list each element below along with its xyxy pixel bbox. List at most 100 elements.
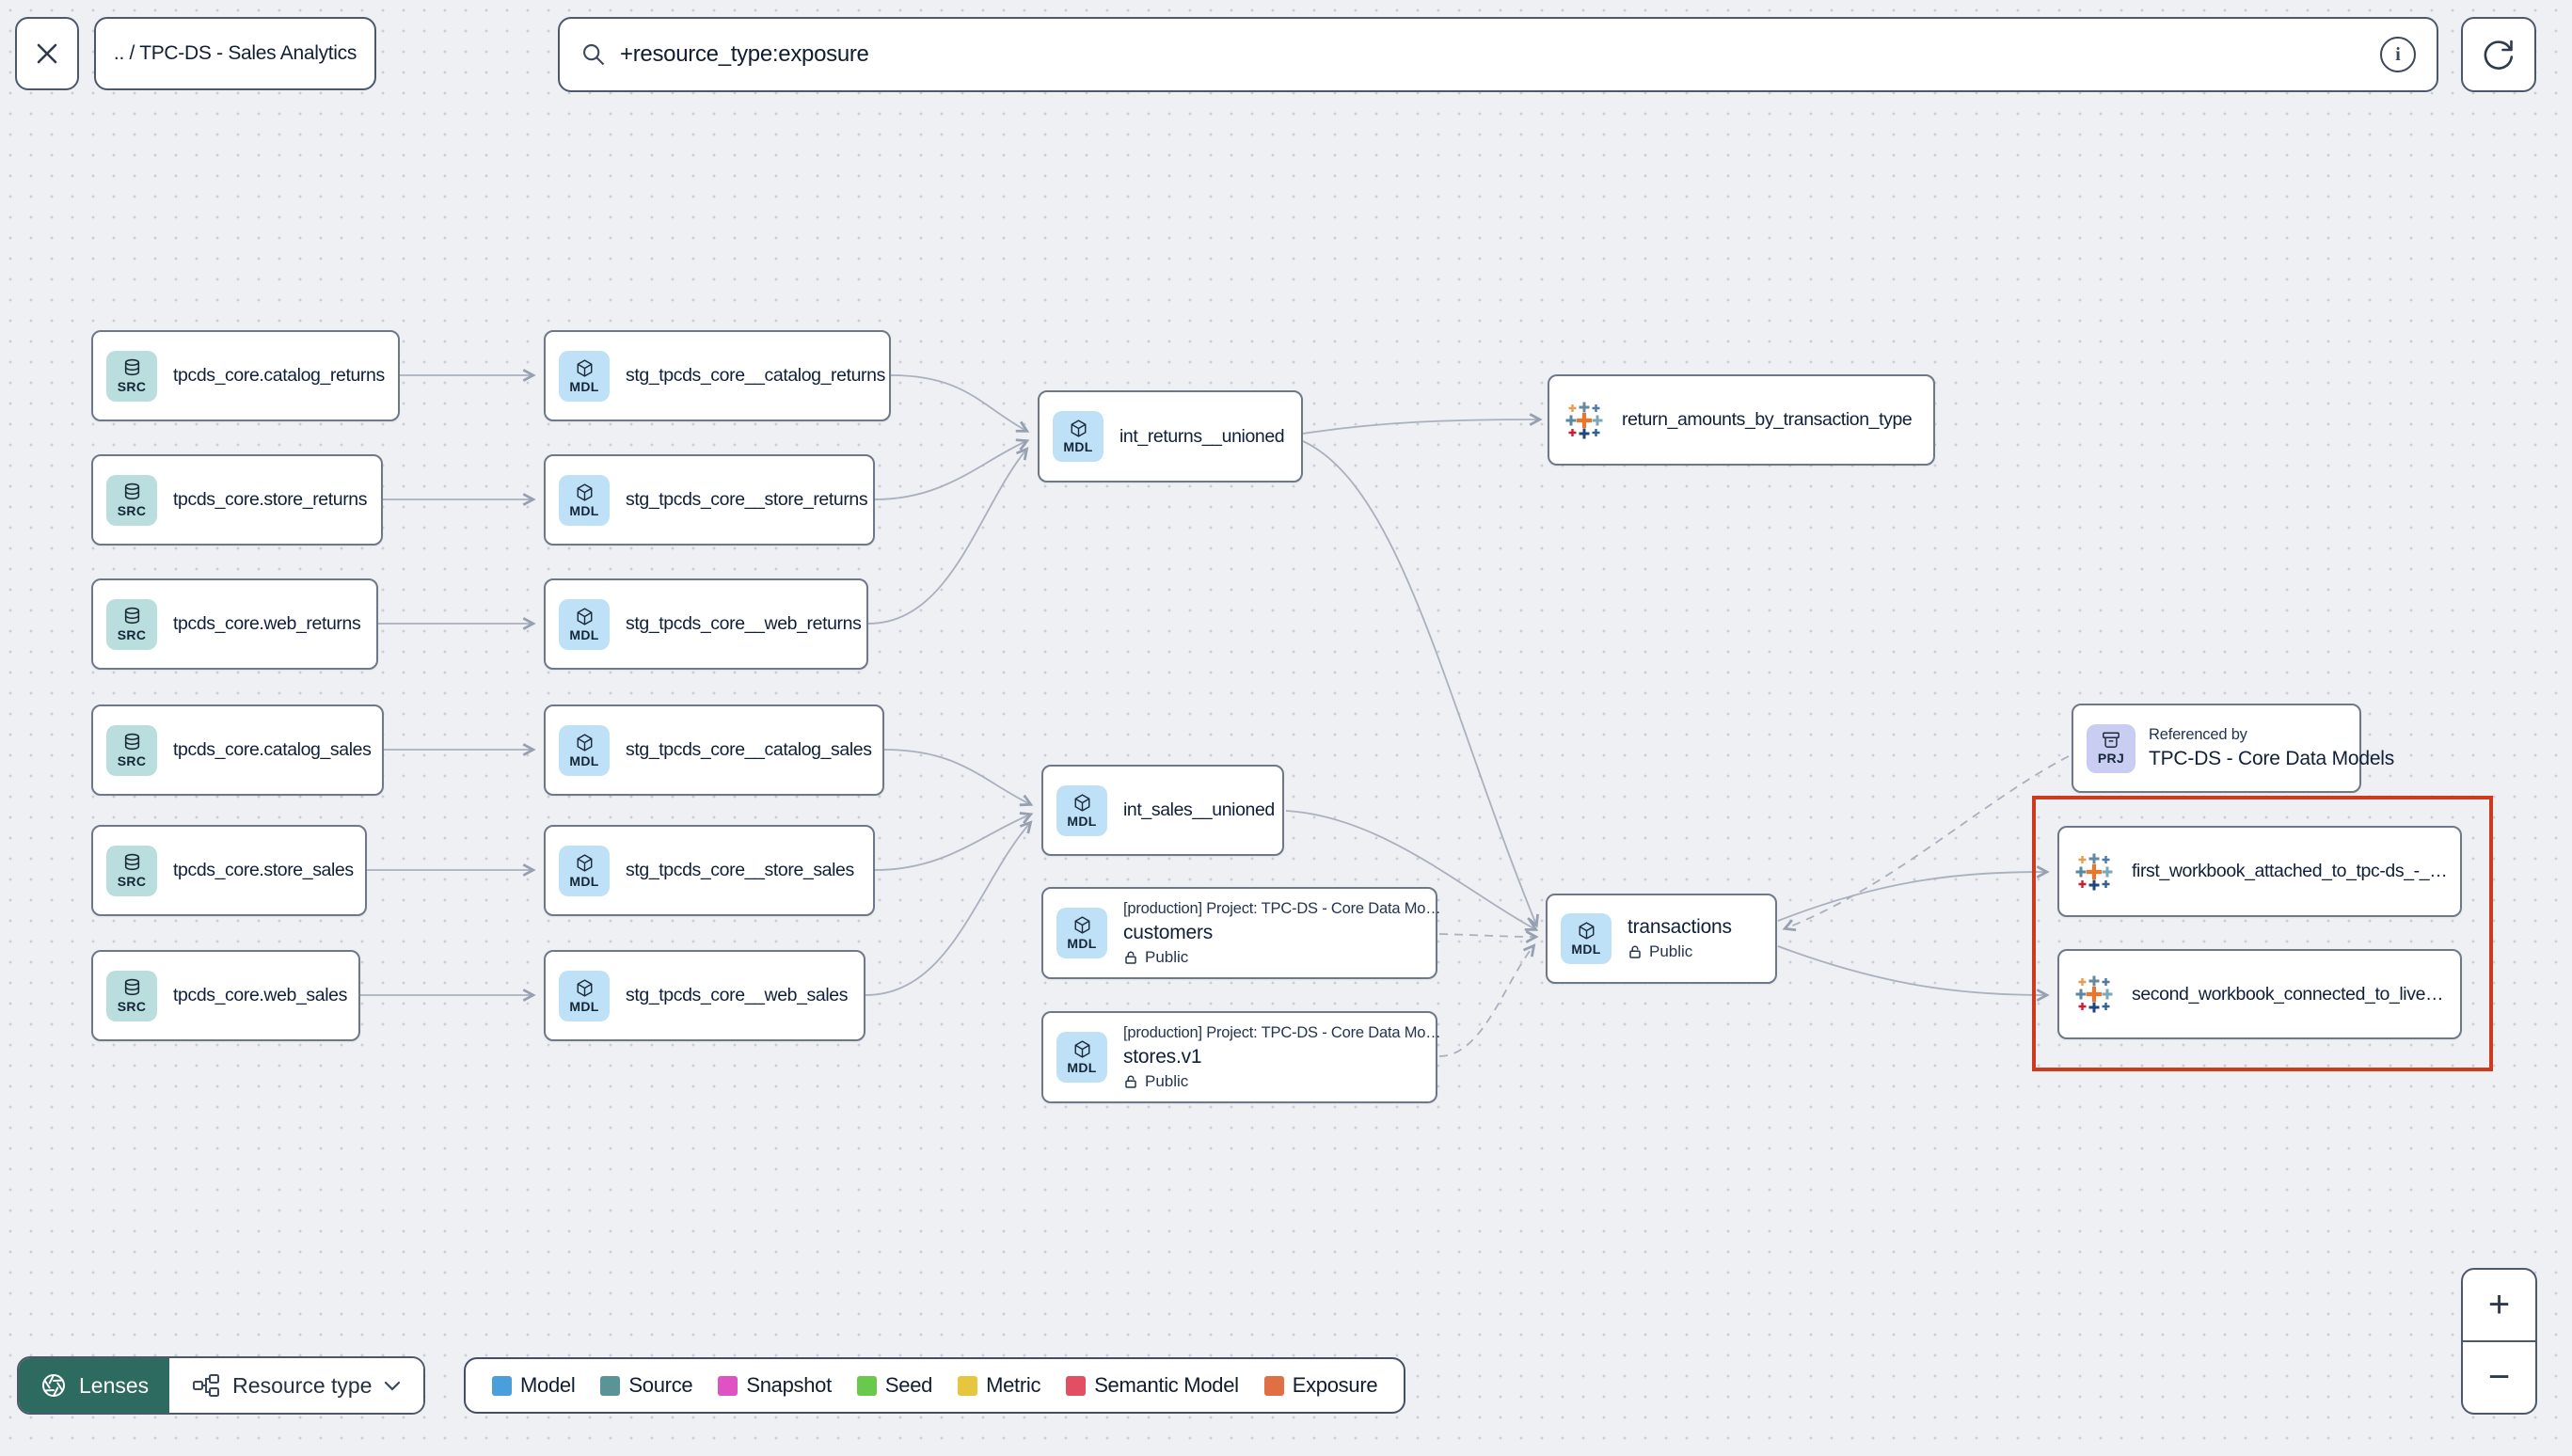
node-label: tpcds_core.web_returns (173, 613, 361, 634)
node-source-store-returns[interactable]: SRC tpcds_core.store_returns (91, 454, 383, 546)
node-source-catalog-returns[interactable]: SRC tpcds_core.catalog_returns (91, 330, 400, 421)
lenses-button[interactable]: Lenses (19, 1358, 170, 1413)
node-stg-store-returns[interactable]: MDL stg_tpcds_core__store_returns (544, 454, 875, 546)
node-source-web-sales[interactable]: SRC tpcds_core.web_sales (91, 950, 360, 1041)
project-label: [production] Project: TPC-DS - Core Data… (1123, 1023, 1441, 1041)
node-source-catalog-sales[interactable]: SRC tpcds_core.catalog_sales (91, 704, 384, 796)
edge-transactions-to-workbook-first (1777, 865, 2050, 922)
model-badge: MDL (1561, 913, 1611, 964)
node-label: tpcds_core.store_sales (173, 860, 354, 880)
database-icon (122, 358, 142, 378)
node-exposure-return-amounts[interactable]: return_amounts_by_transaction_type (1548, 374, 1935, 466)
refresh-button[interactable] (2461, 17, 2536, 92)
model-badge: MDL (1053, 411, 1103, 462)
source-badge: SRC (106, 845, 157, 896)
search-input[interactable]: +resource_type:exposure (620, 41, 869, 67)
lenses-bar: Lenses Resource type (17, 1356, 426, 1415)
node-stg-web-returns[interactable]: MDL stg_tpcds_core__web_returns (544, 578, 868, 670)
edge-stg-to-int-returns (890, 374, 1030, 433)
node-label: transactions (1627, 916, 1732, 938)
model-badge: MDL (1056, 784, 1107, 836)
node-label: second_workbook_connected_to_live… (2132, 983, 2444, 1005)
model-badge: MDL (1056, 1032, 1107, 1083)
node-customers[interactable]: MDL [production] Project: TPC-DS - Core … (1041, 887, 1441, 979)
resource-type-dropdown[interactable]: Resource type (169, 1358, 424, 1413)
node-int-sales-unioned[interactable]: MDL int_sales__unioned (1041, 765, 1284, 856)
node-stg-web-sales[interactable]: MDL stg_tpcds_core__web_sales (544, 950, 865, 1041)
project-badge: PRJ (2087, 723, 2135, 773)
visibility-label: Public (1123, 1072, 1422, 1091)
close-icon (37, 43, 57, 64)
breadcrumb[interactable]: .. / TPC-DS - Sales Analytics (94, 17, 376, 90)
resource-type-legend: Model Source Snapshot Seed Metric Semant… (464, 1357, 1406, 1414)
model-badge: MDL (559, 474, 610, 526)
refresh-icon (2484, 40, 2514, 70)
info-icon[interactable]: i (2380, 37, 2416, 72)
edge-int-returns-to-transactions (1302, 440, 1539, 928)
tableau-icon (1563, 399, 1606, 442)
node-exposure-second-workbook[interactable]: second_workbook_connected_to_live… (2057, 949, 2462, 1039)
model-badge: MDL (559, 970, 610, 1021)
node-label: tpcds_core.web_sales (173, 985, 347, 1005)
legend-item-seed: Seed (856, 1373, 932, 1398)
node-referenced-by-project[interactable]: PRJ Referenced by TPC-DS - Core Data Mod… (2072, 704, 2394, 793)
edge-transactions-to-workbook-second (1777, 945, 2050, 1002)
legend-item-exposure: Exposure (1263, 1373, 1378, 1398)
zoom-out-button[interactable]: − (2487, 1356, 2511, 1398)
snapshot-color-swatch (718, 1375, 738, 1396)
node-transactions[interactable]: MDL transactions Public (1546, 894, 1777, 984)
search-bar[interactable]: +resource_type:exposure i (558, 17, 2438, 92)
node-source-store-sales[interactable]: SRC tpcds_core.store_sales (91, 825, 367, 916)
node-label: tpcds_core.store_returns (173, 489, 368, 510)
referenced-by-label: Referenced by (2149, 726, 2247, 743)
node-source-web-returns[interactable]: SRC tpcds_core.web_returns (91, 578, 378, 670)
cube-icon (575, 733, 595, 752)
zoom-in-button[interactable]: + (2463, 1270, 2535, 1342)
cube-icon (1072, 793, 1092, 813)
aperture-icon (42, 1374, 65, 1397)
source-badge: SRC (106, 474, 157, 526)
legend-item-metric: Metric (958, 1373, 1040, 1398)
node-label: stg_tpcds_core__catalog_sales (626, 739, 872, 760)
open-lock-icon (1627, 944, 1643, 959)
chevron-down-icon (385, 1381, 401, 1391)
zoom-control: + − (2461, 1268, 2537, 1415)
model-badge: MDL (559, 598, 610, 650)
breadcrumb-label: .. / TPC-DS - Sales Analytics (113, 42, 357, 64)
edge-stg-to-int-sales (865, 820, 1033, 996)
node-label: int_returns__unioned (1119, 425, 1285, 447)
node-label: stg_tpcds_core__catalog_returns (626, 365, 885, 386)
metric-color-swatch (958, 1375, 978, 1396)
edge-stg-to-int-returns (867, 447, 1029, 625)
node-stg-store-sales[interactable]: MDL stg_tpcds_core__store_sales (544, 825, 875, 916)
database-icon (122, 853, 142, 873)
node-stg-catalog-sales[interactable]: MDL stg_tpcds_core__catalog_sales (544, 704, 884, 796)
node-label: tpcds_core.catalog_returns (173, 365, 385, 386)
model-badge: MDL (559, 845, 610, 896)
model-badge: MDL (559, 724, 610, 776)
node-label: stg_tpcds_core__web_sales (626, 985, 849, 1005)
node-exposure-first-workbook[interactable]: first_workbook_attached_to_tpc-ds_-_… (2057, 826, 2462, 917)
legend-item-semantic-model: Semantic Model (1066, 1373, 1239, 1398)
close-button[interactable] (15, 17, 79, 90)
cube-icon (575, 483, 595, 502)
node-label: stg_tpcds_core__store_returns (626, 489, 868, 510)
visibility-label: Public (1627, 942, 1732, 961)
node-label: stg_tpcds_core__store_sales (626, 860, 854, 880)
edge-stg-to-int-returns (874, 438, 1030, 500)
legend-item-snapshot: Snapshot (718, 1373, 832, 1398)
node-int-returns-unioned[interactable]: MDL int_returns__unioned (1038, 390, 1303, 483)
database-icon (122, 733, 142, 752)
node-label: customers (1123, 921, 1214, 943)
database-icon (122, 483, 142, 502)
node-stg-catalog-returns[interactable]: MDL stg_tpcds_core__catalog_returns (544, 330, 891, 421)
resource-type-label: Resource type (232, 1372, 373, 1398)
node-stores-v1[interactable]: MDL [production] Project: TPC-DS - Core … (1041, 1011, 1441, 1103)
edge-referenced-by-transactions (1782, 755, 2070, 932)
legend-item-model: Model (492, 1373, 576, 1398)
cube-icon (1072, 915, 1092, 935)
lenses-label: Lenses (79, 1372, 150, 1398)
model-badge: MDL (559, 350, 610, 402)
